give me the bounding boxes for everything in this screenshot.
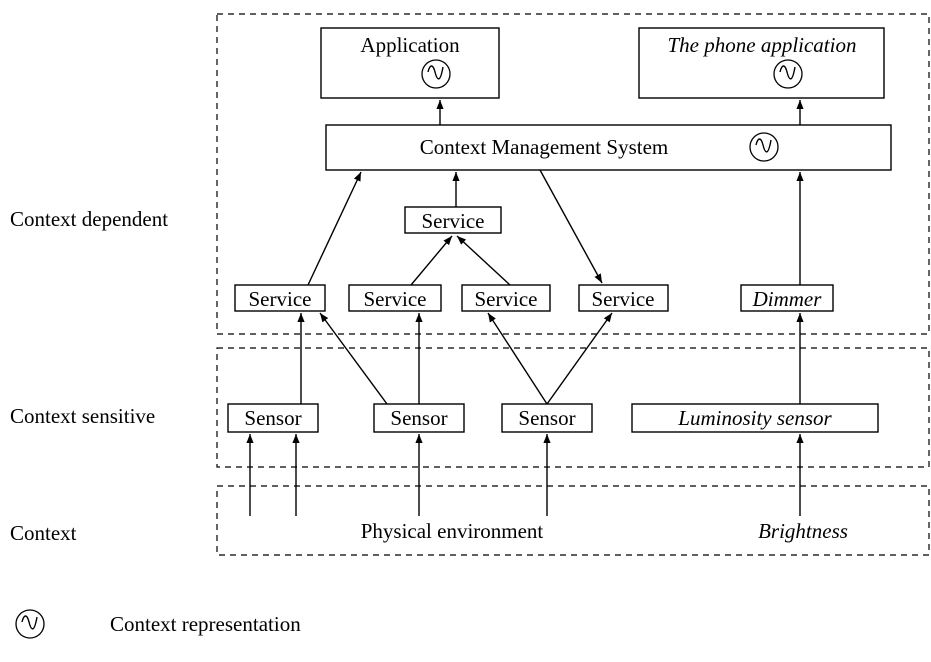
legend-label: Context representation	[110, 612, 301, 636]
sine-wave-icon	[421, 59, 451, 89]
service-box-4	[578, 284, 669, 312]
service-label: Service	[364, 287, 427, 311]
service-box-3	[461, 284, 551, 312]
physical-environment-label: Physical environment	[361, 519, 544, 543]
application-label: Application	[360, 33, 460, 57]
arrow-sensor2-service1	[319, 312, 388, 405]
phone-application-box	[638, 27, 885, 99]
brightness-label: Brightness	[758, 519, 848, 543]
arrow-sensor3-service4	[546, 312, 613, 405]
sensor-label: Sensor	[518, 406, 575, 430]
service-label: Service	[422, 209, 485, 233]
service-box-middle	[404, 206, 502, 234]
layer-label-context: Context	[10, 521, 77, 545]
arrow-sensor3-service3	[487, 312, 548, 405]
cms-label: Context Management System	[420, 135, 668, 159]
context-region	[216, 485, 930, 556]
sensor-box-2	[373, 403, 465, 433]
service-label: Service	[475, 287, 538, 311]
sensor-label: Sensor	[244, 406, 301, 430]
sensor-label: Sensor	[390, 406, 447, 430]
phone-application-label: The phone application	[668, 33, 857, 57]
arrow-service3-middle	[456, 235, 511, 286]
sensor-box-1	[227, 403, 319, 433]
service-box-1	[234, 284, 326, 312]
application-box	[320, 27, 500, 99]
sine-wave-icon	[15, 609, 45, 639]
context-sensitive-region	[216, 347, 930, 468]
sine-wave-icon	[749, 132, 779, 162]
service-box-2	[348, 284, 442, 312]
context-dependent-region	[216, 13, 930, 335]
sensor-box-3	[501, 403, 593, 433]
luminosity-sensor-label: Luminosity sensor	[677, 406, 832, 430]
cms-box	[325, 124, 892, 171]
sine-wave-icon	[773, 59, 803, 89]
service-label: Service	[249, 287, 312, 311]
layer-label-dependent: Context dependent	[10, 207, 168, 231]
luminosity-sensor-box	[631, 403, 879, 433]
dimmer-box	[740, 284, 834, 312]
arrow-cms-service4	[539, 169, 603, 284]
dimmer-label: Dimmer	[752, 287, 823, 311]
arrow-service2-middle	[410, 235, 453, 286]
layer-label-sensitive: Context sensitive	[10, 404, 155, 428]
service-label: Service	[592, 287, 655, 311]
arrow-service1-cms	[307, 171, 362, 286]
